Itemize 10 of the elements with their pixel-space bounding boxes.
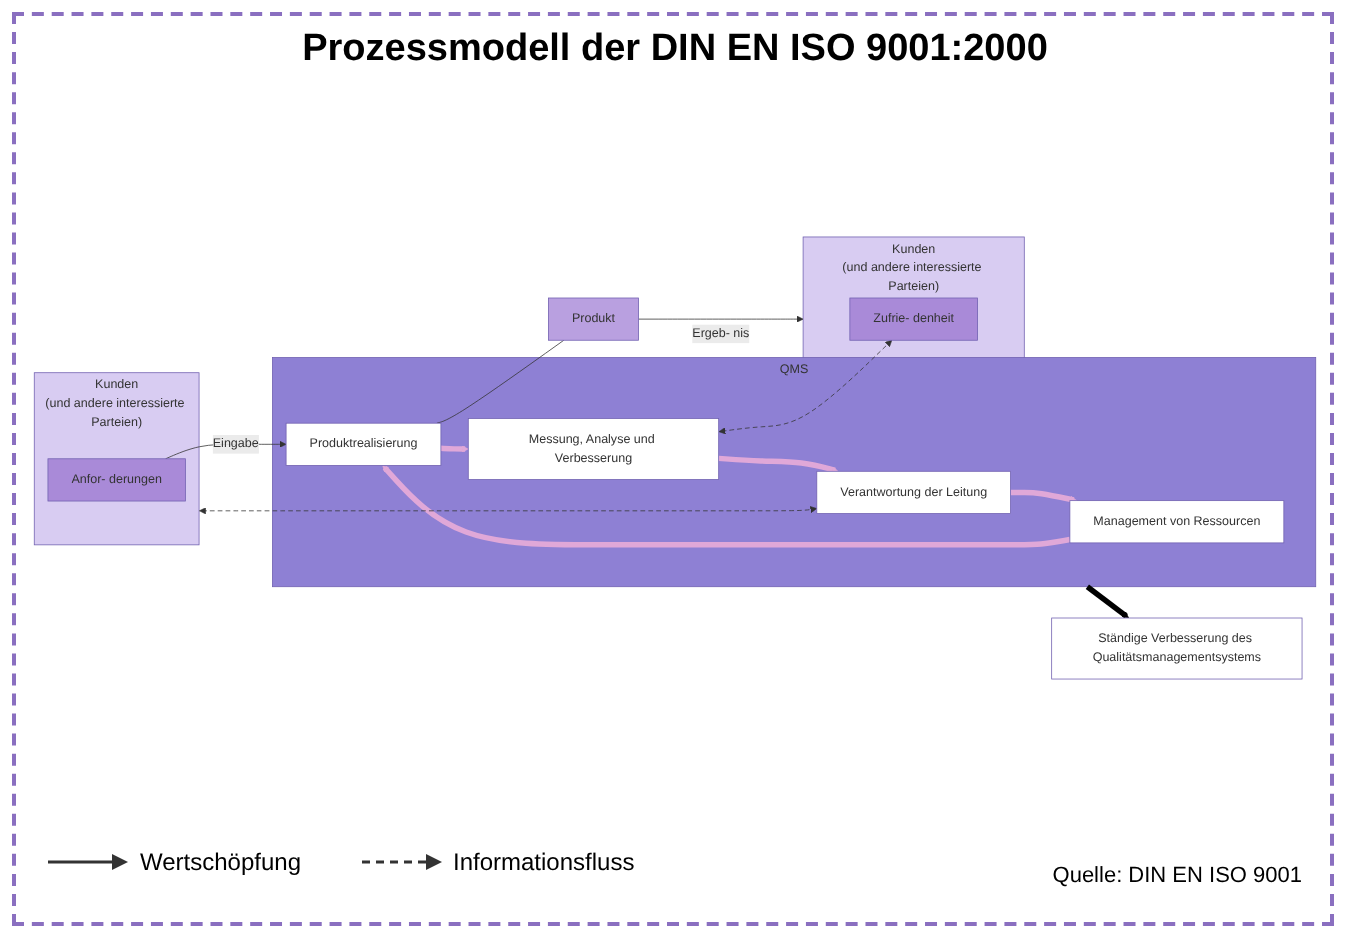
arrow [1010, 489, 1078, 503]
connector [436, 339, 565, 424]
legend-text: Informationsfluss [453, 848, 635, 876]
source-note: Quelle: DIN EN ISO 9001 [1052, 864, 1302, 888]
diagram-title: Prozessmodell der DIN EN ISO 9001:2000 [300, 28, 1050, 72]
arrow [382, 465, 1071, 548]
legend-text: Wertschöpfung [140, 848, 301, 876]
arrow [718, 455, 839, 474]
arrow [1085, 584, 1130, 619]
arrow [440, 445, 469, 453]
